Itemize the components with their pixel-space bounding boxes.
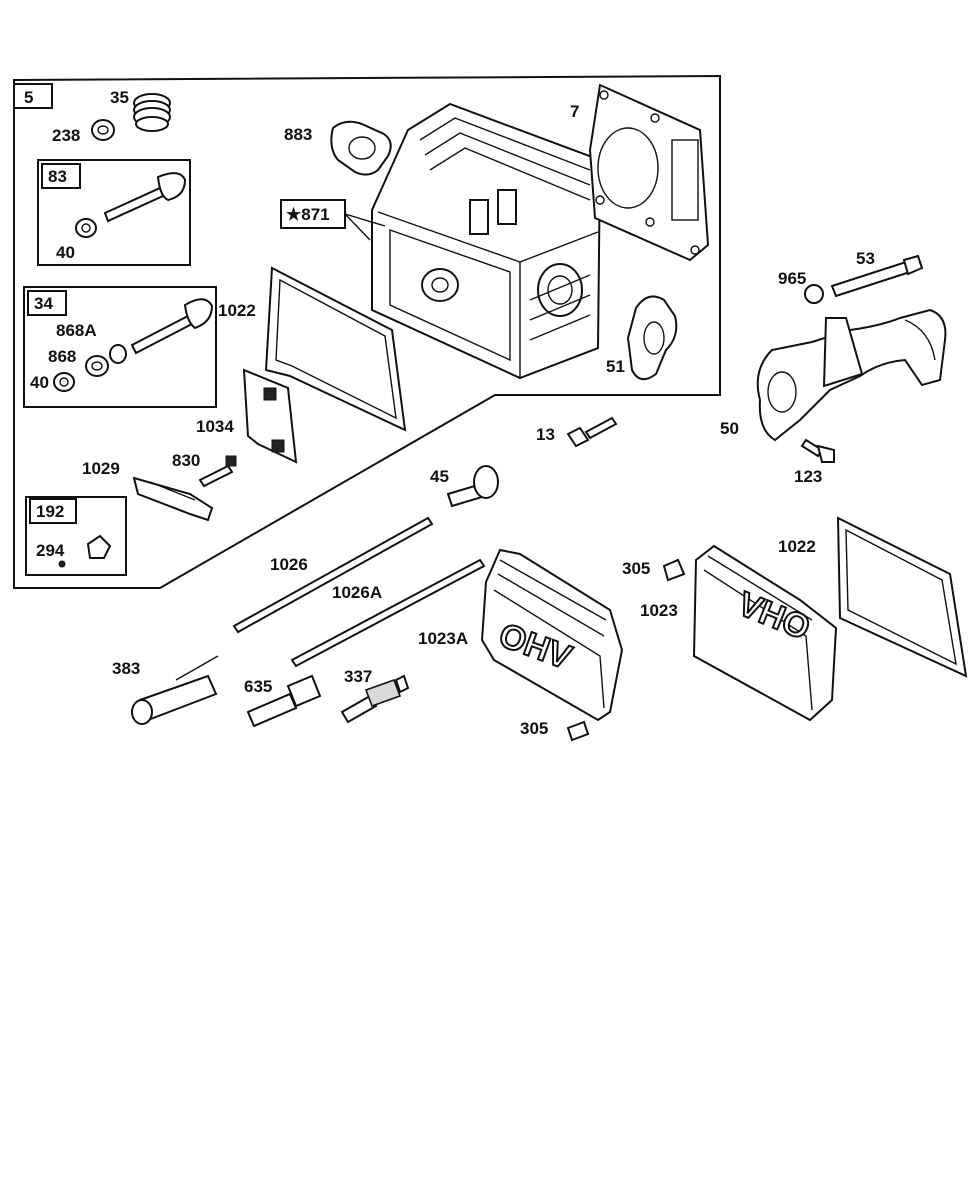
bolt-13 (566, 416, 618, 448)
callout-830: 830 (172, 451, 200, 470)
rocker-cover-1023a: OHV (480, 548, 624, 722)
group-83-box (41, 163, 81, 189)
callout-965: 965 (778, 269, 806, 288)
valve-cap-238 (91, 119, 115, 141)
callout-383: 383 (112, 659, 140, 678)
group-34-label: 34 (34, 294, 53, 313)
seal-868 (85, 355, 109, 377)
callout-305-a: 305 (520, 719, 548, 738)
callout-40-a: 40 (56, 243, 75, 262)
group-5-border (13, 74, 721, 589)
rocker-arm-1029 (132, 476, 214, 522)
stud-830 (198, 455, 237, 488)
callout-883: 883 (284, 125, 312, 144)
callout-50: 50 (720, 419, 739, 438)
stud-53 (830, 254, 924, 298)
callout-35: 35 (110, 88, 129, 107)
intake-elbow-50 (756, 308, 947, 442)
callout-1029: 1029 (82, 459, 120, 478)
group-34-frame (23, 286, 217, 408)
head-gasket-7 (588, 83, 710, 262)
bolt-123 (800, 438, 835, 463)
valve-spring-35 (133, 93, 171, 132)
callout-1022-a: 1022 (218, 301, 256, 320)
group-83-frame (37, 159, 191, 266)
callout-7: 7 (570, 102, 579, 121)
callout-305-b: 305 (622, 559, 650, 578)
tube-635 (246, 674, 322, 728)
rocker-gasket-1022-b (836, 516, 968, 678)
rocker-gasket-1022-a (264, 266, 407, 432)
callout-1023a: 1023A (418, 629, 468, 648)
part-871-box (280, 199, 346, 229)
callout-1026a: 1026A (332, 583, 382, 602)
nut-294 (58, 534, 112, 568)
gasket-51 (626, 295, 678, 381)
intake-valve (130, 298, 214, 355)
group-5-label: 5 (24, 88, 33, 107)
group-34-box (27, 290, 67, 316)
tappet-45 (446, 465, 499, 508)
pushrod-1026 (232, 516, 434, 634)
callout-868a: 868A (56, 321, 97, 340)
callout-337: 337 (344, 667, 372, 686)
callout-294: 294 (36, 541, 65, 560)
callout-871: ★871 (286, 205, 330, 224)
callout-1026: 1026 (270, 555, 308, 574)
callout-53: 53 (856, 249, 875, 268)
pushrod-1026a (290, 558, 486, 668)
exhaust-valve (103, 172, 187, 223)
screw-305-b (662, 558, 686, 582)
breather-383 (131, 655, 219, 725)
group-192-frame (25, 496, 127, 576)
cylinder-head-871 (371, 102, 602, 380)
callout-45: 45 (430, 467, 449, 486)
screw-305-a (566, 720, 590, 742)
leader-871 (344, 213, 386, 241)
washer-868a (109, 344, 127, 364)
group-83-label: 83 (48, 167, 67, 186)
callout-1034: 1034 (196, 417, 234, 436)
plate-1034 (242, 368, 298, 464)
callout-1023: 1023 (640, 601, 678, 620)
group-5-box (13, 83, 53, 109)
callout-51: 51 (606, 357, 625, 376)
group-192-label: 192 (36, 502, 64, 521)
callout-1022-b: 1022 (778, 537, 816, 556)
retainer-40-b (53, 372, 75, 392)
gasket-883 (330, 120, 392, 176)
nut-965 (804, 284, 824, 304)
spark-plug-337 (340, 674, 410, 724)
retainer-40-a (75, 218, 97, 238)
callout-635: 635 (244, 677, 272, 696)
group-192-box (29, 498, 77, 524)
callout-13: 13 (536, 425, 555, 444)
rocker-cover-1023: OHV (692, 544, 838, 722)
callout-40-b: 40 (30, 373, 49, 392)
callout-868: 868 (48, 347, 76, 366)
callout-238: 238 (52, 126, 80, 145)
callout-123: 123 (794, 467, 822, 486)
